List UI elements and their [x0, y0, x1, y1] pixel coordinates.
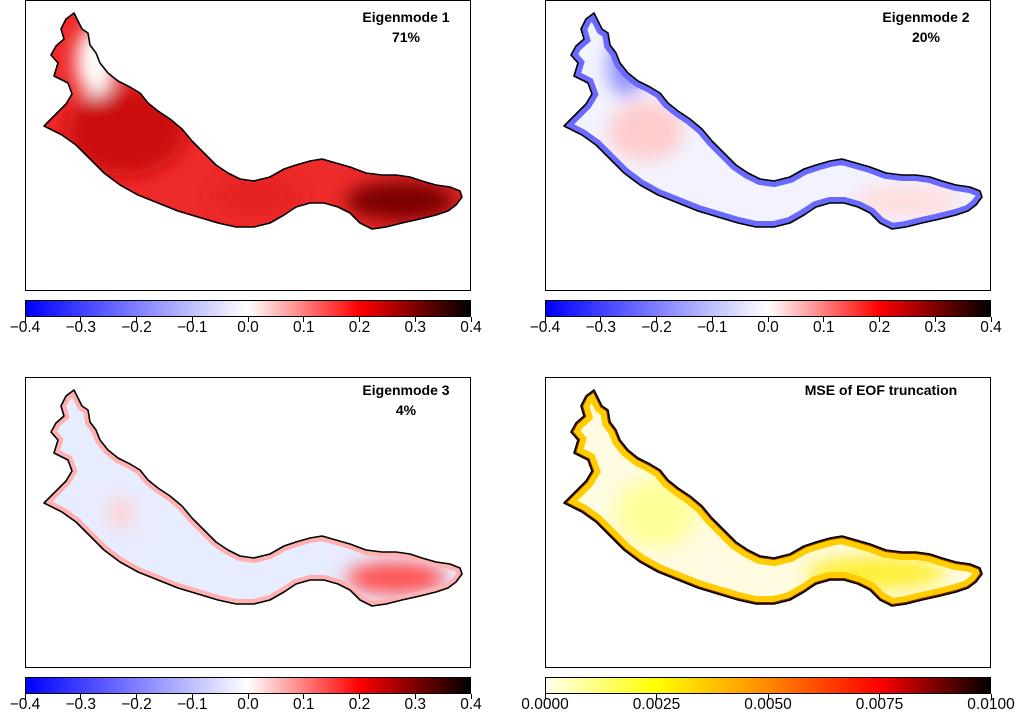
colorbar-tick [24, 694, 26, 699]
colorbar-eigenmode-2 [545, 300, 991, 317]
coastline [43, 12, 463, 230]
colorbar-tick [24, 317, 26, 322]
panel-title: Eigenmode 2 20% [856, 7, 996, 47]
colorbar-tick-label: 0.1 [812, 319, 835, 336]
colorbar-tick [303, 317, 305, 322]
colorbar-tick-label: 0.0075 [855, 696, 904, 713]
panel-title: Eigenmode 3 4% [336, 380, 476, 420]
colorbar-tick [80, 317, 82, 322]
colorbar-tick [934, 317, 936, 322]
colorbar-tick [359, 317, 360, 322]
colorbar-tick [544, 694, 546, 699]
colorbar-tick [990, 694, 992, 699]
map-eigenmode-1 [43, 12, 463, 230]
colorbar-tick-label: 0.0025 [632, 696, 681, 713]
map-eigenmode-3 [43, 389, 463, 607]
colorbar-tick-label: 0.4 [460, 319, 482, 336]
map-mse [563, 389, 983, 607]
colorbar-tick-label: −0.2 [121, 319, 152, 336]
map-eigenmode-2 [563, 12, 983, 230]
colorbar-tick [470, 694, 472, 699]
colorbar-tick [247, 694, 249, 699]
colorbar-tick-label: 0.1 [292, 319, 315, 336]
colorbar-tick-label: −0.3 [585, 319, 617, 336]
colorbar-tick-label: 0.0 [237, 319, 259, 336]
colorbar-eigenmode-1 [25, 300, 471, 317]
panel-eigenmode-2: Eigenmode 2 20% [545, 0, 991, 291]
colorbar-tick [191, 694, 193, 699]
panel-variance-text: 4% [395, 402, 417, 418]
colorbar-tick-label: 0.0000 [521, 696, 569, 713]
colorbar-tick-label: −0.2 [121, 696, 152, 713]
colorbar-tick-label: 0.3 [404, 319, 427, 336]
colorbar-tick-label: 0.4 [460, 696, 482, 713]
colorbar-eigenmode-3 [25, 677, 471, 694]
coastline [563, 389, 983, 607]
panel-variance-text: 71% [391, 29, 421, 45]
panel-title-text: Eigenmode 2 [882, 9, 970, 25]
colorbar-tick-label: 0.2 [868, 319, 891, 336]
colorbar-tick [414, 317, 416, 322]
colorbar-tick [879, 317, 880, 322]
colorbar-tick [656, 694, 657, 699]
colorbar-tick-label: −0.1 [176, 696, 208, 713]
colorbar-tick-label: 0.3 [404, 696, 427, 713]
colorbar-mse [545, 677, 991, 694]
panel-title: Eigenmode 1 71% [336, 7, 476, 47]
panel-title-text: MSE of EOF truncation [804, 382, 958, 398]
panel-variance-text: 20% [911, 29, 941, 45]
field [44, 13, 462, 229]
colorbar-tick [990, 317, 992, 322]
colorbar-tick [470, 317, 472, 322]
colorbar-tick [767, 317, 769, 322]
colorbar-tick-label: 0.1 [292, 696, 315, 713]
colorbar-tick-label: −0.1 [176, 319, 208, 336]
colorbar-tick [767, 694, 769, 699]
colorbar-tick [359, 694, 360, 699]
coastline [563, 12, 983, 230]
panel-title-text: Eigenmode 3 [362, 382, 450, 398]
colorbar-tick [600, 317, 602, 322]
colorbar-tick [303, 694, 305, 699]
colorbar-tick-label: 0.0 [757, 319, 779, 336]
colorbar-tick [823, 317, 825, 322]
colorbar-tick [544, 317, 546, 322]
colorbar-tick [80, 694, 82, 699]
colorbar-tick [711, 317, 713, 322]
colorbar-tick-label: −0.4 [9, 319, 41, 336]
panel-title-text: Eigenmode 1 [362, 9, 450, 25]
colorbar-tick-label: 0.0100 [967, 696, 1015, 713]
colorbar-tick-label: 0.0 [237, 696, 259, 713]
colorbar-tick [191, 317, 193, 322]
colorbar-tick-label: 0.0050 [744, 696, 792, 713]
colorbar-tick-label: −0.1 [696, 319, 728, 336]
colorbar-tick-label: 0.3 [924, 319, 947, 336]
panel-eigenmode-3: Eigenmode 3 4% [25, 377, 471, 668]
colorbar-tick-label: 0.4 [980, 319, 1002, 336]
colorbar-tick-label: −0.4 [9, 696, 41, 713]
colorbar-tick-label: −0.3 [65, 319, 97, 336]
coastline [43, 389, 463, 607]
field [44, 390, 462, 606]
colorbar-tick-label: 0.2 [348, 696, 371, 713]
colorbar-tick [656, 317, 657, 322]
colorbar-tick-label: −0.4 [529, 319, 561, 336]
colorbar-tick-label: −0.3 [65, 696, 97, 713]
field [564, 390, 982, 606]
panel-title: MSE of EOF truncation [788, 380, 974, 400]
colorbar-tick-label: 0.2 [348, 319, 371, 336]
panel-mse: MSE of EOF truncation [545, 377, 991, 668]
colorbar-tick [136, 317, 137, 322]
colorbar-tick [879, 694, 880, 699]
colorbar-tick [247, 317, 249, 322]
colorbar-tick [136, 694, 137, 699]
panel-eigenmode-1: Eigenmode 1 71% [25, 0, 471, 291]
colorbar-tick-label: −0.2 [641, 319, 672, 336]
colorbar-tick [414, 694, 416, 699]
